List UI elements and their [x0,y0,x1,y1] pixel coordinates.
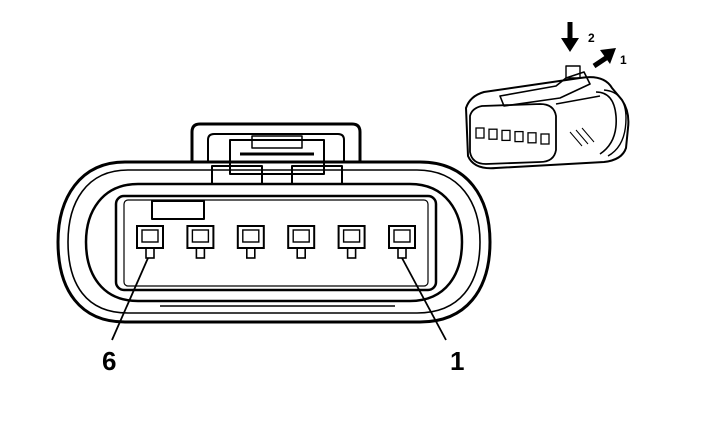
polarization-key [151,200,205,220]
inset-connector-illustration [465,65,630,170]
pin-terminal-6 [136,225,164,259]
pin-terminal-1 [388,225,416,259]
pin-row [136,225,416,259]
inset-pin-5 [488,128,498,140]
locking-latch-housing [190,122,362,162]
press-arrow-label: 2 [588,31,595,45]
leader-line-pin-6 [111,257,149,341]
pull-arrow [592,48,616,69]
inset-latch-tab [565,65,581,79]
latch-tab [229,139,325,175]
connector-face [56,122,492,324]
inset-ribs [569,127,595,147]
latch-tab-top [251,135,303,149]
pin-cavity-inner [123,199,429,287]
inset-face [469,103,557,165]
pin-cavity-area [114,194,438,292]
latch-foot-right [291,165,343,185]
pull-arrow-label: 1 [620,53,627,67]
connector-outer-shell [56,160,492,324]
connector-inner-shroud [84,182,464,303]
inset-rear-ring [595,91,617,155]
inset-pin-3 [514,130,524,143]
latch-foot-left [211,165,263,185]
inset-pin-6 [475,127,485,139]
inset-pin-row [475,127,550,145]
inset-pin-2 [527,132,537,144]
press-arrow [561,22,579,52]
callout-pin-1: 1 [450,346,464,376]
pin-terminal-3 [287,225,316,259]
pin-terminal-2 [337,225,366,259]
inset-body-edge [555,95,601,105]
connector-outer-shell-inner-line [67,169,481,314]
inset-rear-ring-2 [603,89,627,157]
inset-pin-4 [501,129,511,142]
inset-latch [499,71,591,107]
callout-pin-6: 6 [102,346,116,376]
locking-latch-inner [207,133,345,162]
leader-line-pin-1 [401,257,447,341]
pin-terminal-5 [186,225,215,259]
inset-pin-1 [540,133,550,145]
pin-terminal-4 [236,225,265,259]
inset-body [465,76,630,170]
